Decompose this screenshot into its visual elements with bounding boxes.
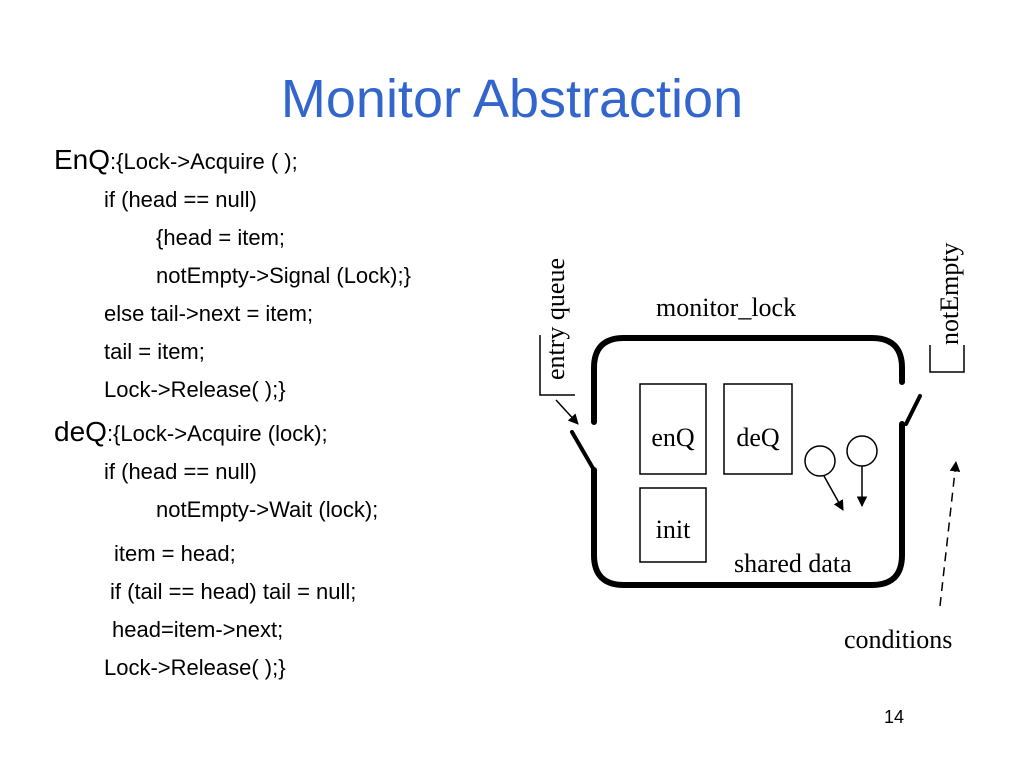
condition-circle [846, 435, 878, 467]
not-empty-bracket [929, 345, 965, 373]
deq-procedure-label: deQ [736, 423, 780, 452]
code-line: else tail->next = item; [104, 301, 314, 326]
code-line: notEmpty->Wait (lock); [156, 497, 379, 522]
code-line: :{Lock->Acquire ( ); [110, 149, 298, 174]
init-procedure-box [639, 487, 707, 563]
code-line: if (tail == head) tail = null; [110, 579, 357, 604]
shared-data-label: shared data [734, 549, 852, 578]
conditions-arrow [939, 460, 961, 607]
enq-label: EnQ [54, 144, 111, 175]
enq-header: EnQ:{Lock->Acquire ( ); [54, 146, 298, 174]
deq-header: deQ:{Lock->Acquire (lock); [54, 418, 328, 446]
slide-title: Monitor Abstraction [280, 69, 744, 129]
code-line: if (head == null) [104, 187, 257, 212]
monitor-boundary-top [591, 335, 905, 425]
condition-arrow [823, 475, 844, 511]
slide-number: 14 [884, 707, 905, 727]
enq-procedure-box [639, 383, 707, 475]
conditions-label: conditions [844, 625, 952, 654]
code-line: if (head == null) [104, 459, 257, 484]
code-line: :{Lock->Acquire (lock); [106, 421, 328, 446]
entry-queue-label: entry queue [541, 258, 570, 380]
init-procedure-label: init [656, 515, 691, 544]
code-line: notEmpty->Signal (Lock);} [156, 263, 411, 288]
entry-arrow [555, 399, 579, 425]
code-line: {head = item; [156, 225, 286, 250]
code-line: head=item->next; [112, 617, 284, 642]
code-line: Lock->Release( );} [104, 655, 286, 680]
deq-label: deQ [54, 416, 107, 447]
deq-procedure-box [723, 383, 793, 475]
exit-gate [904, 394, 922, 426]
entry-queue-bracket [539, 335, 575, 396]
monitor-boundary-bottom [591, 421, 905, 588]
not-empty-label: notEmpty [935, 242, 964, 345]
code-line: item = head; [114, 541, 236, 566]
code-line: tail = item; [104, 339, 205, 364]
condition-circle [804, 445, 836, 477]
entry-gate [570, 430, 596, 472]
code-line: Lock->Release( );} [104, 377, 286, 402]
monitor-lock-label: monitor_lock [656, 293, 796, 322]
enq-procedure-label: enQ [651, 423, 695, 452]
